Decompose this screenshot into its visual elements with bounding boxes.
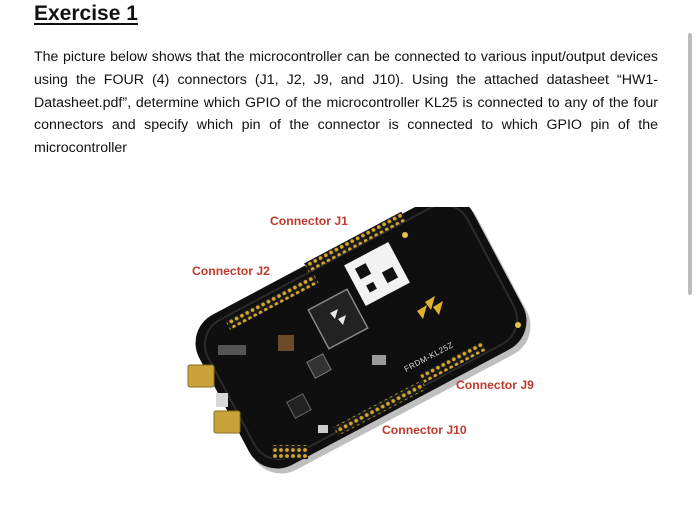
callout-connector-j10: Connector J10	[382, 423, 467, 437]
header-j2	[225, 274, 319, 330]
header-j1	[304, 211, 406, 273]
board-figure: FRDM-KL25Z Connector J1 Connector J2 Con…	[170, 207, 540, 487]
qr-code	[344, 241, 410, 307]
logo-mark	[417, 296, 443, 319]
header-j10	[333, 380, 427, 436]
callout-connector-j2: Connector J2	[192, 264, 270, 278]
board-pcb	[195, 207, 527, 469]
usb-port-top	[187, 364, 215, 388]
callout-connector-j1: Connector J1	[270, 214, 348, 228]
callout-connector-j9: Connector J9	[456, 378, 534, 392]
usb-port-bottom	[213, 410, 241, 434]
frdm-board-photo: FRDM-KL25Z	[187, 207, 531, 474]
exercise-title: Exercise 1	[34, 2, 138, 25]
header-j9	[419, 341, 487, 383]
vertical-scrollbar[interactable]	[688, 33, 692, 295]
exercise-instructions: The picture below shows that the microco…	[34, 49, 658, 157]
